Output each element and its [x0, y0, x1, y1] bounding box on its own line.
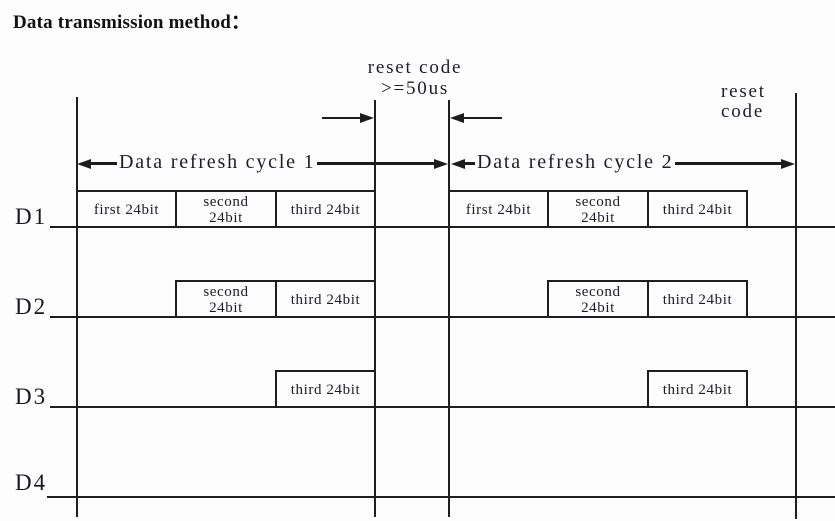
cycle1-label: Data refresh cycle 1 [119, 151, 316, 173]
box-label-line1: second [575, 284, 621, 300]
box-label: first 24bit [93, 202, 160, 218]
box-label: third 24bit [662, 292, 733, 308]
arrowhead-right-icon [434, 158, 448, 169]
arrowhead-right-icon [781, 158, 795, 169]
arrowhead-left-icon [77, 158, 91, 169]
arrow-line [317, 162, 434, 165]
cycle2-label: Data refresh cycle 2 [477, 151, 674, 173]
box-label: third 24bit [290, 382, 361, 398]
arrow-line [464, 116, 502, 120]
signal-label-d2: D2 [15, 294, 48, 319]
d2-cycle2-second-box: second 24bit [547, 280, 649, 318]
box-label-line1: second [575, 194, 621, 210]
reset-code-right-annotation: reset code [721, 82, 766, 122]
d2-baseline [50, 316, 835, 318]
arrow-line [322, 116, 360, 120]
box-label-line2: 24bit [581, 300, 615, 316]
box-label-line2: 24bit [209, 300, 243, 316]
arrow-line [675, 162, 781, 165]
d1-cycle1-third-box: third 24bit [275, 190, 376, 228]
arrowhead-right-icon [360, 113, 374, 123]
reset-code-text: reset code [367, 57, 463, 78]
d3-baseline [50, 406, 835, 408]
box-label: first 24bit [465, 202, 532, 218]
reset-duration-text: >=50us [380, 78, 450, 99]
d1-cycle1-second-box: second 24bit [175, 190, 277, 228]
arrow-line [465, 162, 475, 165]
d3-cycle1-third-box: third 24bit [275, 370, 376, 408]
arrow-line [91, 162, 117, 165]
reset-zone-right-line [448, 100, 450, 517]
d1-cycle2-second-box: second 24bit [547, 190, 649, 228]
d1-cycle2-first-box: first 24bit [448, 190, 549, 228]
reset-gap-right-arrow [450, 112, 502, 124]
box-label-line2: 24bit [209, 210, 243, 226]
cycle1-start-line [76, 97, 78, 517]
box-label-line1: second [203, 194, 249, 210]
signal-label-d4: D4 [15, 470, 48, 495]
box-label-line2: 24bit [581, 210, 615, 226]
signal-label-d3: D3 [15, 384, 48, 409]
reset-gap-left-arrow [322, 112, 374, 124]
cycle2-end-line [795, 93, 797, 519]
d1-cycle2-third-box: third 24bit [647, 190, 748, 228]
signal-label-d1: D1 [15, 204, 48, 229]
d2-cycle2-third-box: third 24bit [647, 280, 748, 318]
arrowhead-left-icon [450, 113, 464, 123]
reset-right-line1: reset [721, 81, 766, 102]
box-label: third 24bit [290, 292, 361, 308]
d2-cycle1-second-box: second 24bit [175, 280, 277, 318]
d2-cycle1-third-box: third 24bit [275, 280, 376, 318]
cycle1-span-arrow: Data refresh cycle 1 [77, 151, 448, 174]
arrowhead-left-icon [451, 158, 465, 169]
box-label: third 24bit [290, 202, 361, 218]
d1-baseline [50, 226, 835, 228]
cycle2-span-arrow: Data refresh cycle 2 [451, 151, 795, 174]
d3-cycle2-third-box: third 24bit [647, 370, 748, 408]
box-label: third 24bit [662, 202, 733, 218]
d1-cycle1-first-box: first 24bit [76, 190, 177, 228]
box-label-line1: second [203, 284, 249, 300]
d4-baseline [47, 496, 835, 498]
reset-code-annotation: reset code >=50us [345, 57, 485, 99]
reset-right-line2: code [721, 101, 765, 122]
box-label: third 24bit [662, 382, 733, 398]
page-title: Data transmission method： [13, 12, 251, 33]
